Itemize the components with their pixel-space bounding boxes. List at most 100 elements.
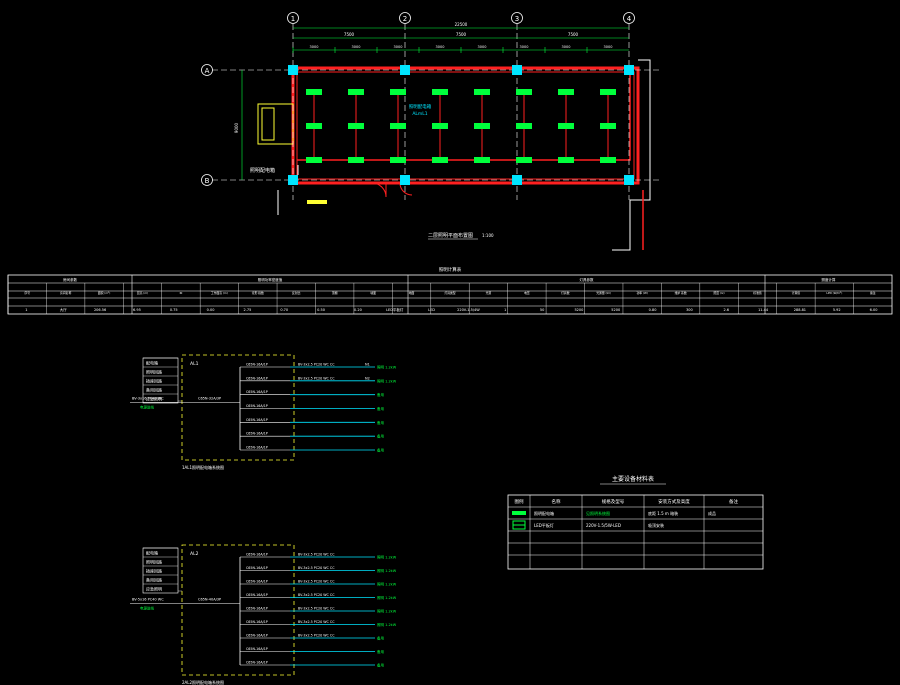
door-sill xyxy=(307,200,327,204)
dim-text-bay: 3000 xyxy=(604,45,613,49)
equipment-table-title: 主要设备材料表 xyxy=(612,475,654,483)
schematic-caption: 1AL1照明配电箱系统图 xyxy=(182,464,224,470)
circuit-breaker: C65N-16A/1P xyxy=(246,404,268,408)
equipment-header: 名称 xyxy=(552,498,561,505)
room-label: 照明配电箱 xyxy=(409,103,432,110)
incoming-note: 电源进线 xyxy=(140,606,154,611)
dim-text-bay: 3000 xyxy=(478,45,487,49)
led-panel-fixture xyxy=(432,157,448,163)
lighting-calc-table: 照明计算表房间参数照明功率密度值灯具参数照度计算序号房间名称面积 (m²)层高 … xyxy=(7,266,893,315)
legend-item: 备用回路 xyxy=(146,387,162,393)
table-data-cell: LED xyxy=(428,308,435,312)
panel-box-label: AL2 xyxy=(190,551,199,557)
grid-bubble xyxy=(399,12,411,24)
table-data-cell: 0.00 xyxy=(207,308,215,312)
table-data-cell: 大厅 xyxy=(60,307,67,312)
equipment-header: 备注 xyxy=(729,498,738,505)
table-data-cell: 288.81 xyxy=(794,308,806,312)
circuit-cable: BV-3x2.5 PC20 WC CC xyxy=(298,363,335,367)
legend-item: 配电箱 xyxy=(146,550,158,556)
door-arc-1 xyxy=(371,182,387,198)
table-group-header: 房间参数 xyxy=(63,277,77,282)
equipment-header: 图例 xyxy=(515,498,524,505)
table-data-cell: 6.00 xyxy=(870,308,878,312)
circuit-load: 备用 xyxy=(377,434,385,439)
table-header-cell: 灯具类型 xyxy=(444,291,455,295)
circuit-id: N1 xyxy=(365,363,370,367)
led-panel-fixture xyxy=(600,157,616,163)
structural-column xyxy=(400,175,410,185)
panel-dashed-box xyxy=(181,354,295,461)
structural-column xyxy=(288,175,298,185)
equipment-cell-spec: 220V-1.5/5W-LED xyxy=(586,523,621,528)
table-data-cell: 2.6 xyxy=(723,308,729,312)
led-panel-fixture xyxy=(474,123,490,129)
panel-box-label: AL1 xyxy=(190,361,199,367)
table-header-cell: 光源 xyxy=(486,291,492,295)
table-header-cell: 序号 xyxy=(24,291,30,295)
structural-column xyxy=(512,175,522,185)
circuit-breaker: C65N-16A/1P xyxy=(246,390,268,394)
floor-plan xyxy=(257,59,651,251)
grid-label: 3 xyxy=(515,15,519,23)
legend-item: 备用回路 xyxy=(146,577,162,583)
grid-bubble xyxy=(287,12,299,24)
circuit-breaker: C65N-16A/1P xyxy=(246,620,268,624)
led-panel-fixture xyxy=(600,89,616,95)
led-panel-fixture xyxy=(306,157,322,163)
circuit-breaker: C65N-16A/1P xyxy=(246,418,268,422)
circuit-breaker: C65N-16A/1P xyxy=(246,553,268,557)
circuit-load: 照明 1.2kW xyxy=(377,379,397,383)
circuit-cable: BV-3x2.5 PC20 WC CC xyxy=(298,580,335,584)
led-panel-fixture xyxy=(558,123,574,129)
dim-text-overall: 22500 xyxy=(455,22,468,27)
led-panel-fixture xyxy=(348,89,364,95)
dim-text-bay: 3000 xyxy=(520,45,529,49)
circuit-cable: BV-3x2.5 PC20 WC CC xyxy=(298,566,335,570)
table-group-header: 照明功率密度值 xyxy=(258,277,283,282)
table-header-cell: 房间名称 xyxy=(60,291,71,295)
legend-item: 照明回路 xyxy=(146,559,162,565)
table-data-cell: 6.95 xyxy=(133,308,141,312)
main-breaker: C65N-40A/3P xyxy=(198,598,221,602)
table-data-cell: 2.75 xyxy=(244,308,252,312)
led-panel-fixture xyxy=(600,123,616,129)
circuit-load: 照明 1.2kW xyxy=(377,610,397,614)
table-header-cell: 功率 (W) xyxy=(636,291,647,295)
table-data-cell: 1 xyxy=(504,308,506,312)
grid-bubble xyxy=(623,12,635,24)
circuit-cable: BV-3x2.5 PC20 WC CC xyxy=(298,607,335,611)
legend-item: 插座回路 xyxy=(146,568,162,574)
equipment-cell-name: 照明配电箱 xyxy=(534,510,554,516)
grid-label: A xyxy=(205,67,210,75)
legend-item: 应急照明 xyxy=(146,396,162,402)
room-label: ALmL1 xyxy=(412,111,427,117)
led-panel-fixture xyxy=(432,123,448,129)
incoming-cable: BV-5x16 PC40 WC xyxy=(132,598,164,602)
table-header-cell: 层高 (m) xyxy=(137,291,148,295)
grid-bubble xyxy=(201,64,213,76)
dim-text-row: 9000 xyxy=(234,122,239,133)
table-header-cell: 顶棚 xyxy=(332,291,338,295)
dim-text-bay: 3000 xyxy=(352,45,361,49)
table-data-cell: 0.50 xyxy=(317,308,325,312)
circuit-cable: BV-3x2.5 PC20 WC CC xyxy=(298,553,335,557)
circuit-load: 照明 1.2kW xyxy=(377,583,397,587)
circuit-breaker: C65N-16A/1P xyxy=(246,634,268,638)
circuit-load: 备用 xyxy=(377,406,385,411)
circuit-load: 备用 xyxy=(377,392,385,397)
equipment-header: 规格及型号 xyxy=(602,498,625,505)
dim-text-span: 7500 xyxy=(344,32,355,37)
table-data-cell: 220V-1.5/4W xyxy=(457,308,480,312)
incoming-note: 电源进线 xyxy=(140,404,154,409)
grid-label: B xyxy=(205,177,210,185)
table-data-cell: 11.44 xyxy=(758,308,769,312)
table-header-cell: 反射比 xyxy=(292,291,301,295)
grid-label: 2 xyxy=(403,15,407,23)
structural-column xyxy=(624,175,634,185)
circuit-load: 备用 xyxy=(377,636,385,641)
led-panel-fixture xyxy=(390,157,406,163)
circuit-breaker: C65N-16A/1P xyxy=(246,647,268,651)
